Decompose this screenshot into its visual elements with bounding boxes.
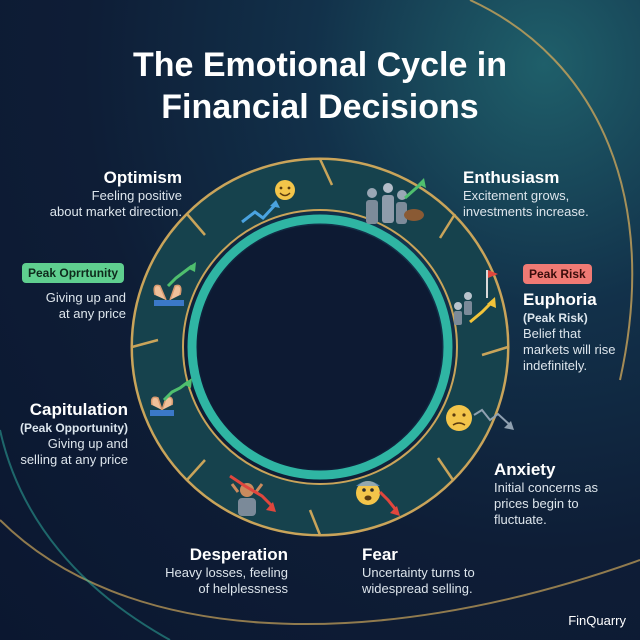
- stage-desc-line: prices begin to: [494, 496, 579, 511]
- stage-title: Capitulation: [29, 400, 128, 419]
- stage-desc-line: Giving up and: [47, 436, 128, 451]
- stage-desc-line: Feeling positive: [91, 188, 182, 203]
- center-disc: [198, 225, 442, 469]
- decorative-swoosh-top: [469, 0, 634, 381]
- brand-logo: FinQuarry: [568, 613, 626, 628]
- peak-opportunity-badge: Peak Oprrtunity: [22, 263, 125, 283]
- stage-title: Anxiety: [494, 460, 556, 479]
- stage-subtitle: (Peak Opportunity): [19, 421, 128, 435]
- stressed-person-icon: [229, 474, 276, 516]
- stage-enthusiasm: Enthusiasm Excitement grows, investments…: [463, 168, 633, 220]
- stage-euphoria: Euphoria (Peak Risk) Belief that markets…: [523, 290, 635, 374]
- chart-up-icon: [241, 200, 280, 224]
- stage-desc-line: about market direction.: [49, 204, 182, 219]
- scared-face-icon: [356, 481, 400, 516]
- stage-desc-line: of helplessness: [198, 581, 288, 596]
- stage-desc-line: Giving up and: [45, 290, 126, 305]
- stage-peak-opportunity: Giving up and at any price: [16, 290, 126, 322]
- stage-title: Enthusiasm: [463, 168, 560, 187]
- stage-desc-line: investments increase.: [463, 204, 589, 219]
- inner-ring-border: [182, 209, 458, 485]
- decorative-swoosh-bottom: [0, 519, 640, 625]
- title-line-1: The Emotional Cycle in: [132, 46, 508, 84]
- worried-face-icon: [446, 405, 514, 431]
- stage-title: Optimism: [103, 168, 182, 187]
- stage-capitulation: Capitulation (Peak Opportunity) Giving u…: [2, 400, 128, 468]
- hands-chart-icon-2: [153, 262, 196, 306]
- stage-anxiety: Anxiety Initial concerns as prices begin…: [494, 460, 634, 528]
- stage-title: Fear: [362, 545, 398, 564]
- stage-title: Euphoria: [523, 290, 597, 309]
- title-line-2: Financial Decisions: [161, 88, 479, 126]
- stage-desc-line: Uncertainty turns to: [362, 565, 475, 580]
- decorative-swoosh-left: [0, 429, 171, 640]
- stage-desperation: Desperation Heavy losses, feeling of hel…: [138, 545, 288, 597]
- page-title: The Emotional Cycle in Financial Decisio…: [0, 44, 640, 128]
- smile-icon: [275, 180, 295, 200]
- stage-desc-line: at any price: [58, 306, 126, 321]
- stage-subtitle: (Peak Risk): [523, 311, 588, 325]
- climber-icon: [454, 270, 498, 325]
- stage-desc-line: selling at any price: [20, 452, 128, 467]
- stage-desc-line: fluctuate.: [494, 512, 547, 527]
- stage-desc-line: widespread selling.: [362, 581, 473, 596]
- stage-fear: Fear Uncertainty turns to widespread sel…: [362, 545, 512, 597]
- stage-desc-line: Excitement grows,: [463, 188, 570, 203]
- stage-title: Desperation: [189, 545, 288, 564]
- stage-desc-line: indefinitely.: [523, 358, 588, 373]
- segment-dividers: [131, 158, 509, 536]
- stage-desc-line: Initial concerns as: [494, 480, 599, 495]
- stage-desc-line: Belief that: [523, 326, 581, 341]
- peak-risk-badge: Peak Risk: [523, 264, 592, 284]
- stage-optimism: Optimism Feeling positive about market d…: [2, 168, 182, 220]
- ring-band: [133, 160, 507, 534]
- stage-desc-line: markets will rise: [523, 342, 616, 357]
- stage-desc-line: Heavy losses, feeling: [165, 565, 288, 580]
- inner-ring-teal: [187, 214, 453, 480]
- crowd-bull-icon: [366, 178, 426, 224]
- hands-chart-icon: [150, 378, 192, 416]
